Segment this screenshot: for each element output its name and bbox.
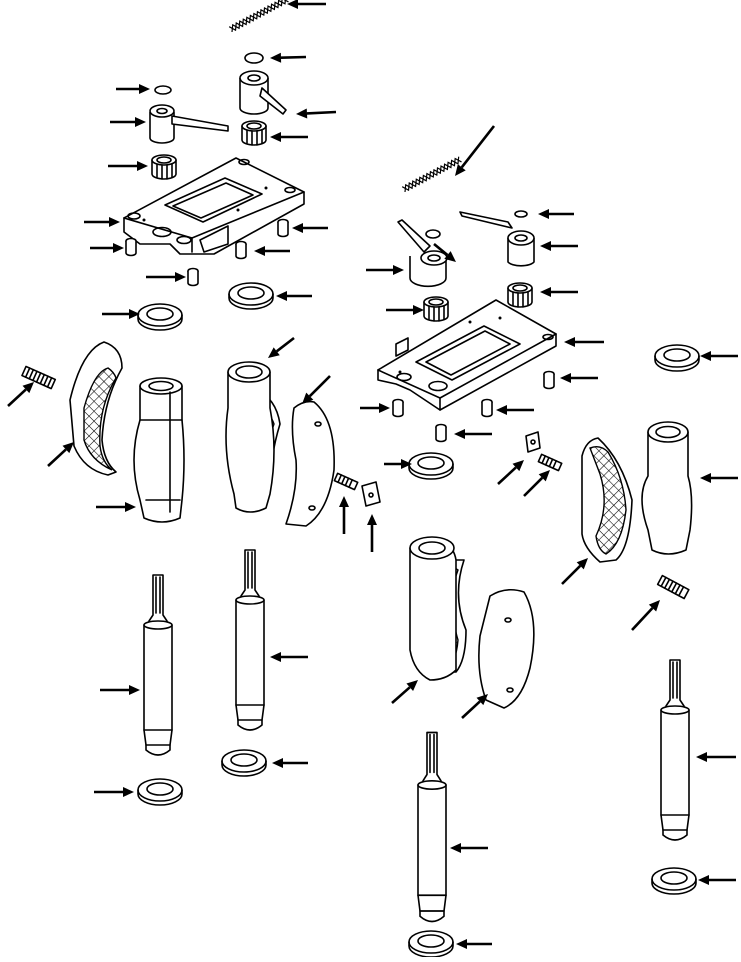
washers-left <box>137 282 274 331</box>
callout-arrow <box>360 403 390 413</box>
callout-arrow <box>523 470 550 497</box>
callout-arrow <box>276 291 312 301</box>
callout-arrow <box>254 246 290 256</box>
needle-bearing-left-b <box>151 154 177 180</box>
callout-arrow <box>454 429 492 439</box>
grip-housings <box>133 361 693 709</box>
callout-arrow <box>631 600 660 631</box>
callout-arrow <box>90 243 124 253</box>
set-screws <box>21 365 690 600</box>
callout-arrow <box>538 209 574 219</box>
callout-arrow <box>456 939 492 949</box>
callout-arrow <box>270 652 308 662</box>
spring-top <box>228 0 290 33</box>
mounting-plate-right <box>377 299 557 411</box>
callout-arrow <box>698 875 736 885</box>
callout-arrow <box>268 336 295 358</box>
lever-arm-right-b <box>459 210 535 267</box>
snap-ring-left <box>154 85 172 95</box>
callout-arrow <box>497 460 524 485</box>
callout-arrow <box>116 84 150 94</box>
callout-arrow <box>461 694 488 719</box>
callout-arrow <box>455 125 496 176</box>
callout-arrow <box>96 502 136 512</box>
callout-arrow <box>339 496 349 534</box>
callout-arrow <box>292 223 328 233</box>
callout-arrow <box>84 217 120 227</box>
mounting-plate-left <box>123 157 305 255</box>
callout-arrow <box>700 351 738 361</box>
callout-arrow <box>270 132 308 142</box>
callout-arrow <box>287 0 326 9</box>
callout-arrow <box>384 459 412 469</box>
callout-arrow <box>433 242 456 262</box>
callout-arrow <box>540 241 578 251</box>
callout-arrows <box>7 0 738 949</box>
spring-right <box>401 156 463 193</box>
shaft-washers <box>137 749 697 958</box>
callout-arrow <box>450 843 488 853</box>
callout-arrow <box>102 309 140 319</box>
callout-arrow <box>564 337 604 347</box>
clips <box>361 431 541 507</box>
callout-arrow <box>560 373 598 383</box>
callout-arrow <box>272 758 308 768</box>
callout-arrow <box>561 558 588 585</box>
callout-arrow <box>700 473 738 483</box>
callout-arrow <box>391 680 418 704</box>
lever-arm-right-a <box>397 219 448 288</box>
callout-arrow <box>47 442 74 467</box>
callout-arrow <box>110 117 146 127</box>
lever-arm-left <box>149 104 229 144</box>
lever-arm-sleeve-left <box>239 70 287 115</box>
callout-arrow <box>7 382 34 407</box>
snap-ring-top <box>244 52 264 64</box>
callout-arrow <box>366 265 404 275</box>
needle-bearing-left-a <box>241 120 267 146</box>
callout-arrow <box>496 405 534 415</box>
callout-arrow <box>100 685 140 695</box>
callout-arrow <box>367 514 377 552</box>
callout-arrow <box>386 305 424 315</box>
callout-arrow <box>696 752 736 762</box>
callout-arrow <box>146 272 186 282</box>
callout-arrow <box>296 108 337 119</box>
callout-arrow <box>302 375 331 404</box>
callout-arrow <box>540 287 578 297</box>
callout-arrow <box>94 787 134 797</box>
callout-arrow <box>108 161 148 171</box>
callout-arrow <box>270 52 307 63</box>
